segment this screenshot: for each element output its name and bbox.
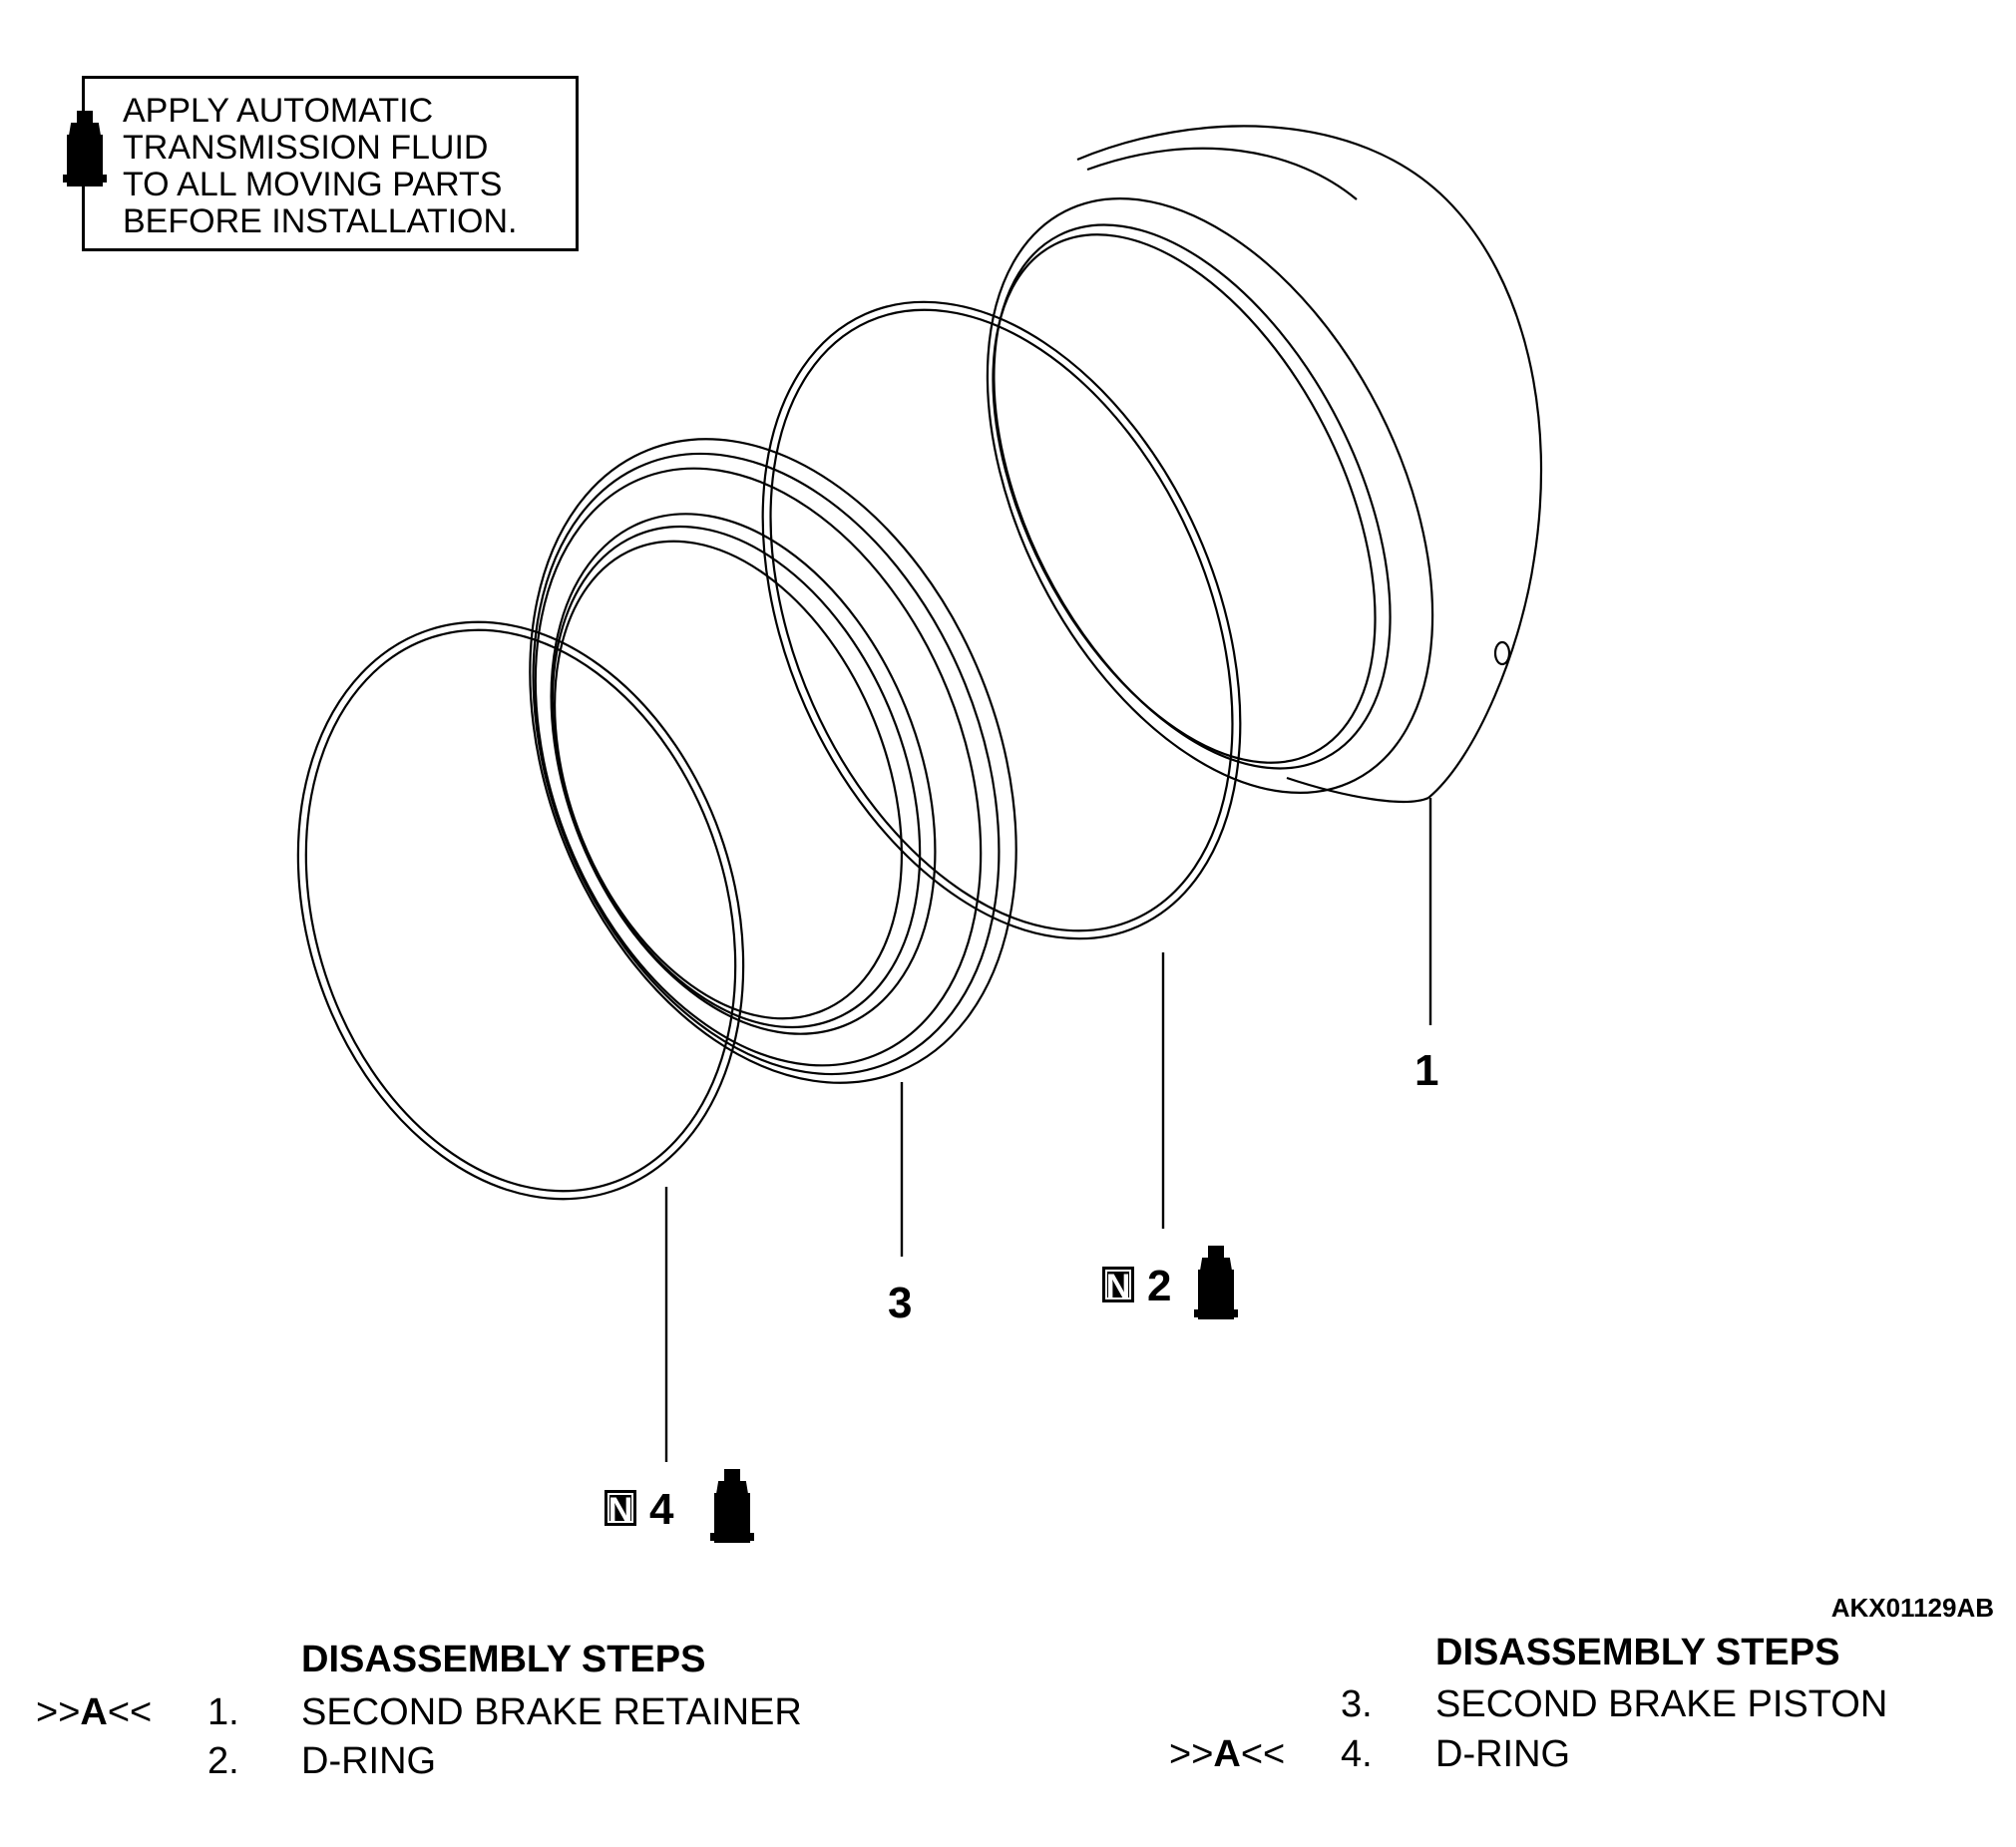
part-2-d-ring — [761, 300, 1242, 1229]
service-point-mark: >>A<< — [36, 1691, 153, 1733]
callout-3: 3 — [888, 1279, 913, 1327]
atf-bottle-icon — [63, 111, 107, 186]
step-label: D-RING — [1435, 1733, 1571, 1775]
callout-2: 2 — [1147, 1262, 1172, 1310]
part-4-d-ring — [296, 620, 745, 1462]
note-line: BEFORE INSTALLATION. — [123, 202, 518, 240]
note-line: APPLY AUTOMATIC — [123, 92, 434, 130]
steps-title-left: DISASSEMBLY STEPS — [301, 1639, 706, 1680]
step-number: 3. — [1341, 1683, 1373, 1725]
figure-code: AKX01129AB — [1830, 1593, 1994, 1623]
note-box: APPLY AUTOMATIC TRANSMISSION FLUID TO AL… — [82, 76, 579, 251]
new-part-badge: N — [605, 1490, 636, 1528]
callout-4: 4 — [649, 1485, 674, 1534]
step-number: 2. — [207, 1740, 239, 1782]
part-3-piston — [529, 438, 1017, 1257]
atf-bottle-icon — [1194, 1246, 1238, 1319]
note-line: TO ALL MOVING PARTS — [123, 166, 503, 203]
part-1-retainer — [986, 125, 1543, 1025]
step-label: D-RING — [301, 1740, 437, 1782]
note-text: APPLY AUTOMATIC TRANSMISSION FLUID TO AL… — [123, 93, 517, 240]
atf-bottle-icon — [710, 1469, 754, 1543]
step-label: SECOND BRAKE RETAINER — [301, 1691, 802, 1733]
step-label: SECOND BRAKE PISTON — [1435, 1683, 1888, 1725]
callout-1: 1 — [1414, 1046, 1439, 1095]
steps-title-right: DISASSEMBLY STEPS — [1435, 1632, 1840, 1673]
new-part-badge: N — [1102, 1267, 1134, 1304]
note-line: TRANSMISSION FLUID — [123, 129, 489, 167]
step-number: 4. — [1341, 1733, 1373, 1775]
service-point-mark: >>A<< — [1169, 1733, 1286, 1775]
step-number: 1. — [207, 1691, 239, 1733]
